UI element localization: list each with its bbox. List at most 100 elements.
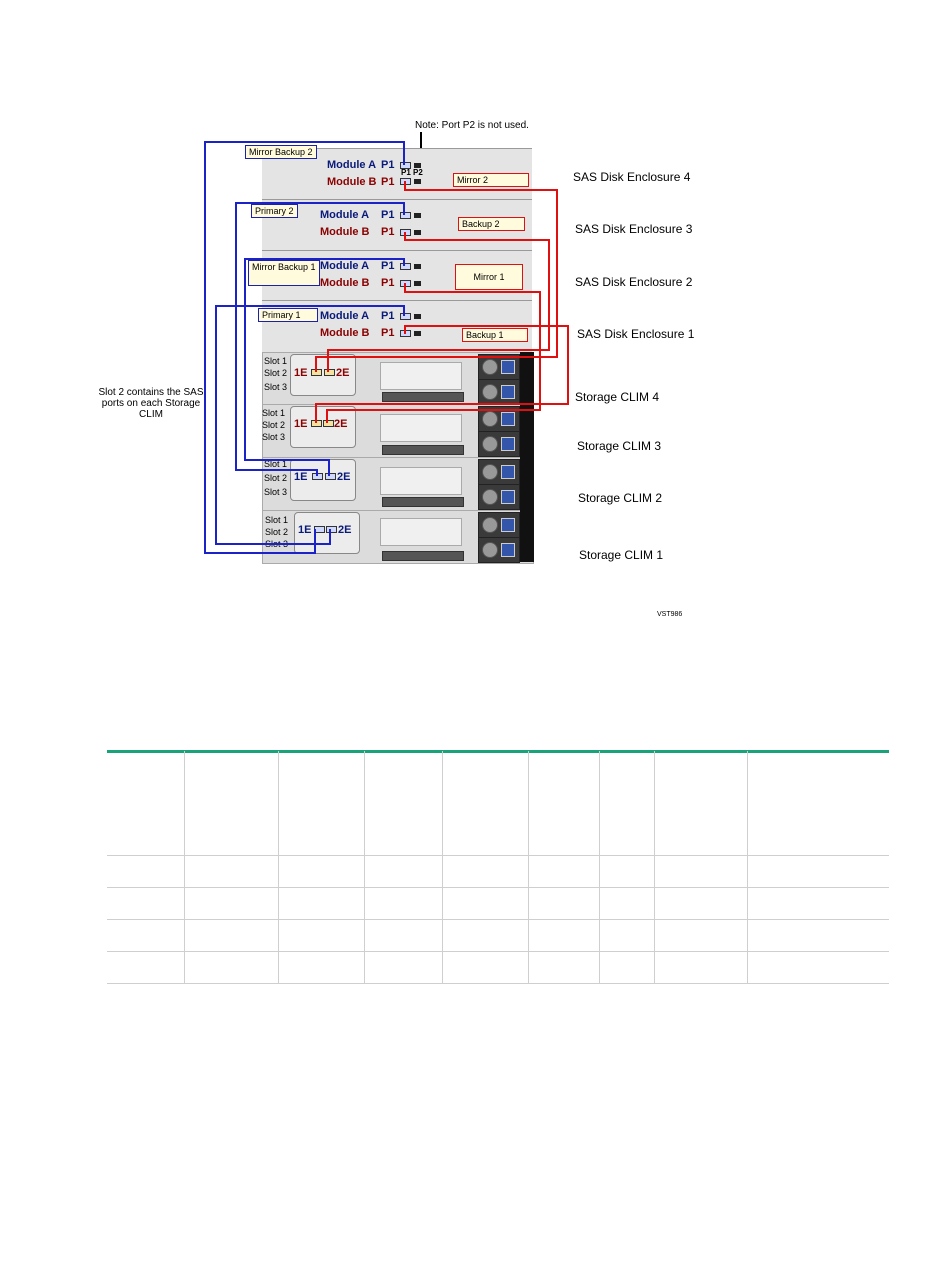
clim-1-port-2e: 2E (338, 524, 352, 536)
clim-3-slot-1: Slot 1 (262, 408, 286, 418)
clim-2-name: Storage CLIM 2 (578, 491, 663, 505)
table-cell (184, 951, 279, 984)
clim-3-name: Storage CLIM 3 (577, 439, 662, 453)
table-cell (107, 919, 185, 952)
label-mirror-backup-2: Mirror Backup 2 (245, 145, 317, 159)
table-header-cell (654, 751, 748, 856)
table-header-cell (107, 751, 185, 856)
cable-enc2-b-to-clim3-2e (326, 283, 541, 423)
enc2-a-p2-connector (414, 264, 421, 269)
clim-1-port-1e: 1E (298, 524, 312, 536)
cable-enc4-b-to-clim4-1e (315, 181, 558, 372)
table-cell (654, 919, 748, 952)
clim-2-slots: Slot 1 Slot 2 Slot 3 (264, 458, 287, 498)
enclosure-3-module-a: Module A (320, 209, 370, 221)
clim-2-card (290, 459, 356, 501)
table-cell (442, 919, 529, 952)
clim-4-port-2e: 2E (336, 367, 350, 379)
clim-1-slot-1: Slot 1 (265, 515, 289, 525)
clim-1-io-ports (382, 551, 464, 561)
table-cell (747, 855, 889, 888)
enclosure-4-module-b-port: P1 (381, 176, 395, 188)
table-cell (654, 951, 748, 984)
table-cell (278, 919, 365, 952)
clim-3-port-1e: 1E (294, 418, 308, 430)
enc1-a-p1-connector (400, 313, 411, 320)
enclosure-2-module-a: Module A (320, 260, 370, 272)
clim-3-io-ports (382, 445, 464, 455)
clim-3-2e-connector (323, 420, 334, 427)
note-arrow-shaft (420, 132, 422, 158)
enc2-a-p1-connector (400, 263, 411, 270)
table-cell (599, 855, 655, 888)
table-cell (654, 887, 748, 920)
table-cell (747, 887, 889, 920)
table-cell (528, 951, 600, 984)
enclosure-3-module-a-port: P1 (381, 209, 395, 221)
port-note: Note: Port P2 is not used. (415, 120, 529, 131)
cable-enc3-b-to-clim4-2e (327, 232, 550, 372)
enclosure-2-name: SAS Disk Enclosure 2 (575, 275, 693, 289)
enclosure-1-module-a: Module A (320, 310, 370, 322)
cable-enc1-a-to-clim1-2e (215, 305, 405, 545)
cable-diagram (204, 141, 569, 554)
enc4-a-p1-connector (400, 162, 411, 169)
enc3-a-p1-connector (400, 212, 411, 219)
port-header-p1: P1 (401, 168, 411, 177)
enc4-b-p2-connector (414, 179, 421, 184)
clim-1-psu-top (478, 512, 520, 538)
label-backup-2: Backup 2 (458, 217, 525, 231)
table-cell (364, 855, 443, 888)
clim-4-io-panel (380, 362, 462, 390)
enc3-a-p2-connector (414, 213, 421, 218)
clim-4-io-ports (382, 392, 464, 402)
enc2-b-p2-connector (414, 281, 421, 286)
clim-1-name: Storage CLIM 1 (579, 548, 664, 562)
enc1-b-p2-connector (414, 331, 421, 336)
clim-3-port-2e: 2E (334, 418, 348, 430)
table-cell (442, 855, 529, 888)
figure-id: VST986 (657, 611, 683, 618)
clim-2-io-ports (382, 497, 464, 507)
cable-enc1-b-to-clim3-1e (315, 325, 569, 423)
table-cell (184, 887, 279, 920)
clim-3-card (290, 406, 356, 448)
red-cables (315, 181, 569, 423)
cable-enc4-a-to-clim1-1e (204, 141, 405, 554)
enclosure-4-module-a: Module A (327, 159, 377, 171)
label-mirror-1: Mirror 1 (455, 264, 523, 290)
enclosure-1-module-b: Module B (320, 327, 370, 339)
clim-4-slot-2: Slot 2 (264, 368, 288, 378)
label-mirror-2: Mirror 2 (453, 173, 529, 187)
table-cell (528, 887, 600, 920)
enc1-a-p2-connector (414, 314, 421, 319)
table-cell (747, 919, 889, 952)
clim-2-slot-1: Slot 1 (264, 459, 288, 469)
enc4-a-p2-connector (414, 163, 421, 168)
clim-4-slot-1: Slot 1 (264, 356, 288, 366)
table-cell (364, 951, 443, 984)
table-cell (364, 887, 443, 920)
table-header-cell (599, 751, 655, 856)
table-cell (599, 951, 655, 984)
table-cell (278, 887, 365, 920)
empty-table (107, 751, 889, 984)
clim-4-2e-connector (324, 369, 335, 376)
table-cell (107, 855, 185, 888)
enclosure-3-module-b-port: P1 (381, 226, 395, 238)
table-header-cell (184, 751, 279, 856)
clim-1-slot-2: Slot 2 (265, 527, 289, 537)
table-header-row (107, 751, 889, 856)
clim-1-card (294, 512, 360, 554)
enclosure-3-name: SAS Disk Enclosure 3 (575, 222, 693, 236)
table-cell (442, 951, 529, 984)
enclosure-1-name: SAS Disk Enclosure 1 (577, 327, 695, 341)
table-cell (528, 919, 600, 952)
enclosure-2-module-b: Module B (320, 277, 370, 289)
table-cell (278, 951, 365, 984)
port-header-p2: P2 (413, 168, 423, 177)
clim-4-card (290, 354, 356, 396)
table-cell (654, 855, 748, 888)
clim-3-psu-bottom (478, 431, 520, 457)
table-cell (747, 951, 889, 984)
